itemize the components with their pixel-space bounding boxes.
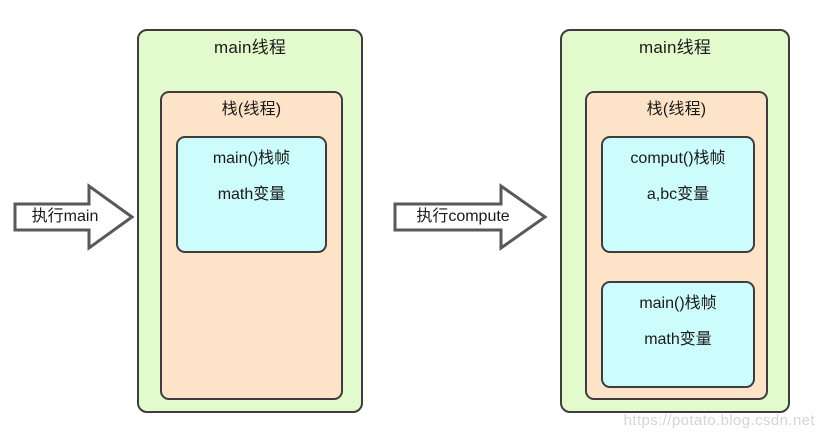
thread-box-left: main线程 栈(线程) main()栈帧 math变量 <box>137 29 363 413</box>
stack-box-left: 栈(线程) main()栈帧 math变量 <box>160 91 343 400</box>
stack-frame-compute-name: comput()栈帧 <box>630 150 726 167</box>
stack-frame-compute-variables: a,bc变量 <box>646 186 710 203</box>
thread-box-right-title: main线程 <box>638 38 712 57</box>
arrow-execute-main: 执行main <box>13 183 135 251</box>
stack-frame-main-name: main()栈帧 <box>212 150 291 167</box>
stack-frame-main: main()栈帧 math变量 <box>176 136 327 253</box>
stack-box-right-title: 栈(线程) <box>646 101 707 118</box>
stack-frame-main-variables: math变量 <box>217 186 286 203</box>
thread-box-right: main线程 栈(线程) comput()栈帧 a,bc变量 main()栈帧 … <box>560 29 790 413</box>
stack-frame-compute: comput()栈帧 a,bc变量 <box>601 136 755 253</box>
stack-frame-main-right-name: main()栈帧 <box>639 295 717 312</box>
watermark: https://potato.blog.csdn.net <box>623 412 815 429</box>
stack-frame-main-right-variables: math变量 <box>644 331 712 348</box>
stack-box-right: 栈(线程) comput()栈帧 a,bc变量 main()栈帧 math变量 <box>585 91 768 400</box>
arrow-execute-compute: 执行compute <box>393 183 548 251</box>
arrow-shape-icon <box>13 183 135 251</box>
arrow-shape-icon <box>393 183 548 251</box>
thread-box-left-title: main线程 <box>213 38 287 57</box>
stack-box-left-title: 栈(线程) <box>221 101 282 118</box>
stack-frame-main-right: main()栈帧 math变量 <box>601 281 755 388</box>
